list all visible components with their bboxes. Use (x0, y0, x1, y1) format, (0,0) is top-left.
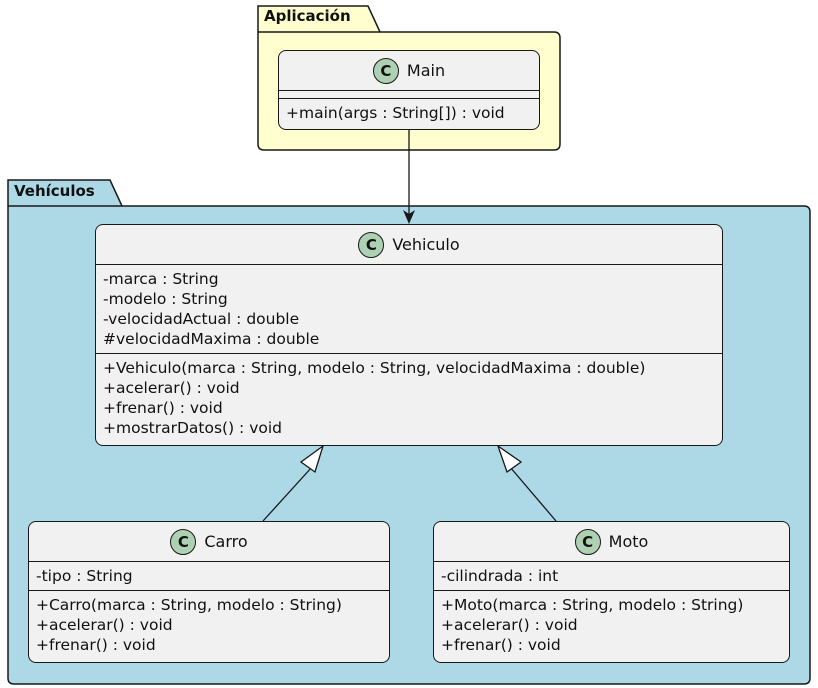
class-vehiculo-methods: +Vehiculo(marca : String, modelo : Strin… (96, 353, 722, 442)
class-main-name: Main (406, 61, 446, 80)
package-veh-name: Vehículos (14, 182, 95, 200)
method: +frenar() : void (36, 636, 156, 654)
class-moto[interactable]: C Moto -cilindrada : int +Moto(marca : S… (433, 521, 790, 663)
arrowhead-inheritance-moto (496, 444, 523, 474)
method: +main(args : String[]) : void (286, 104, 505, 122)
class-moto-name: Moto (608, 532, 649, 551)
class-carro-methods: +Carro(marca : String, modelo : String) … (29, 590, 389, 659)
class-vehiculo-attributes: -marca : String -modelo : String -veloci… (96, 265, 722, 353)
method: +Moto(marca : String, modelo : String) (441, 596, 744, 614)
class-main-attributes (279, 91, 539, 98)
arrowhead-association (403, 210, 415, 224)
attribute: -modelo : String (103, 290, 228, 308)
method: +frenar() : void (103, 399, 223, 417)
class-carro-attributes: -tipo : String (29, 562, 389, 590)
class-carro-header: C Carro (29, 522, 389, 562)
class-main-header: C Main (279, 51, 539, 91)
class-carro[interactable]: C Carro -tipo : String +Carro(marca : St… (28, 521, 390, 663)
attribute: -velocidadActual : double (103, 310, 300, 328)
class-vehiculo-name: Vehiculo (392, 235, 460, 254)
arrowhead-inheritance-carro (299, 444, 325, 474)
class-vehiculo[interactable]: C Vehiculo -marca : String -modelo : Str… (95, 224, 723, 446)
attribute: -cilindrada : int (441, 567, 559, 585)
class-carro-name: Carro (204, 532, 248, 551)
class-icon: C (358, 231, 385, 258)
class-vehiculo-header: C Vehiculo (96, 225, 722, 265)
class-icon: C (372, 57, 399, 84)
class-main[interactable]: C Main +main(args : String[]) : void (278, 50, 540, 130)
relation-carro-vehiculo (262, 466, 313, 522)
method: +Carro(marca : String, modelo : String) (36, 596, 342, 614)
method: +mostrarDatos() : void (103, 419, 283, 437)
attribute: -marca : String (103, 270, 219, 288)
attribute: -tipo : String (36, 567, 133, 585)
package-app-name: Aplicación (264, 7, 351, 25)
class-moto-header: C Moto (434, 522, 789, 562)
class-main-methods: +main(args : String[]) : void (279, 98, 539, 127)
class-icon: C (574, 528, 601, 555)
attribute: #velocidadMaxima : double (103, 330, 320, 348)
method: +frenar() : void (441, 636, 561, 654)
method: +Vehiculo(marca : String, modelo : Strin… (103, 359, 646, 377)
class-icon: C (170, 528, 197, 555)
method: +acelerar() : void (103, 379, 240, 397)
method: +acelerar() : void (36, 616, 173, 634)
relation-moto-vehiculo (509, 466, 557, 522)
class-moto-methods: +Moto(marca : String, modelo : String) +… (434, 590, 789, 659)
class-moto-attributes: -cilindrada : int (434, 562, 789, 590)
method: +acelerar() : void (441, 616, 578, 634)
